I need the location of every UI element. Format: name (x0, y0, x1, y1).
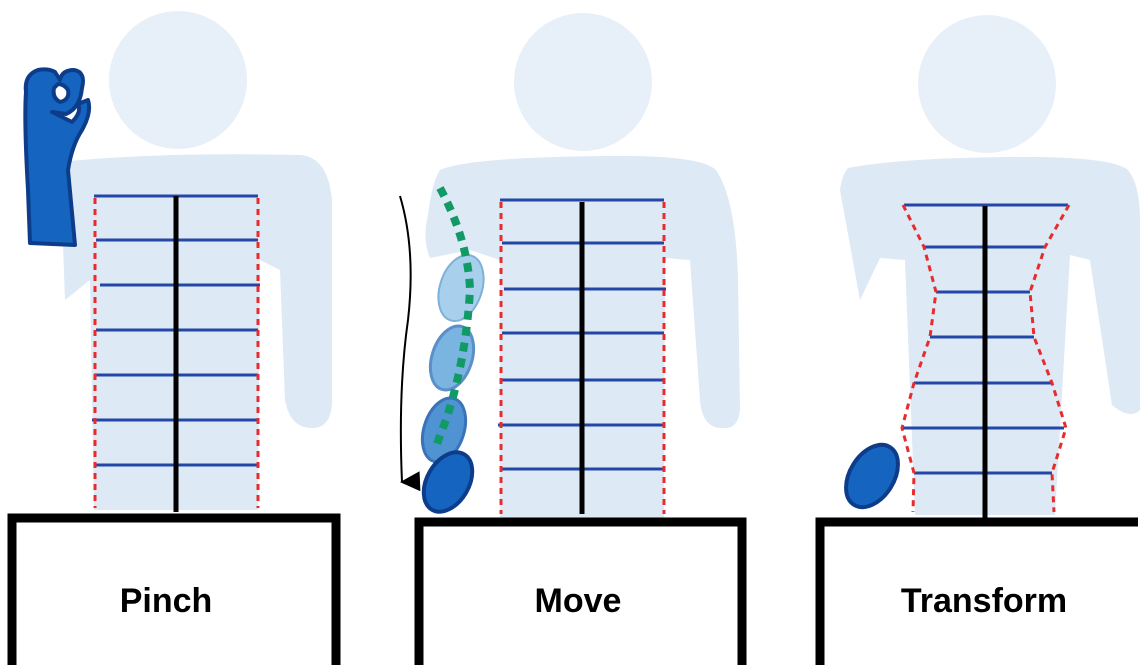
panel-pinch: Pinch (12, 11, 336, 665)
label-box: Move (419, 522, 742, 665)
panel-label-transform: Transform (901, 582, 1067, 620)
down-arrow-icon (400, 196, 411, 482)
moving-hand-icon (431, 249, 492, 327)
moving-hand-icon (423, 320, 481, 395)
panel-label-move: Move (535, 582, 622, 620)
panel-label-pinch: Pinch (120, 582, 213, 620)
head-silhouette (109, 11, 247, 149)
panel-move: Move (400, 13, 742, 665)
head-silhouette (514, 13, 652, 151)
label-box: Transform (820, 522, 1138, 665)
panel-transform: Transform (820, 15, 1140, 665)
label-box: Pinch (12, 518, 336, 665)
body-silhouette (60, 154, 332, 510)
head-silhouette (918, 15, 1056, 153)
moving-hand-icon (414, 444, 482, 520)
resting-hand-icon (835, 436, 908, 517)
